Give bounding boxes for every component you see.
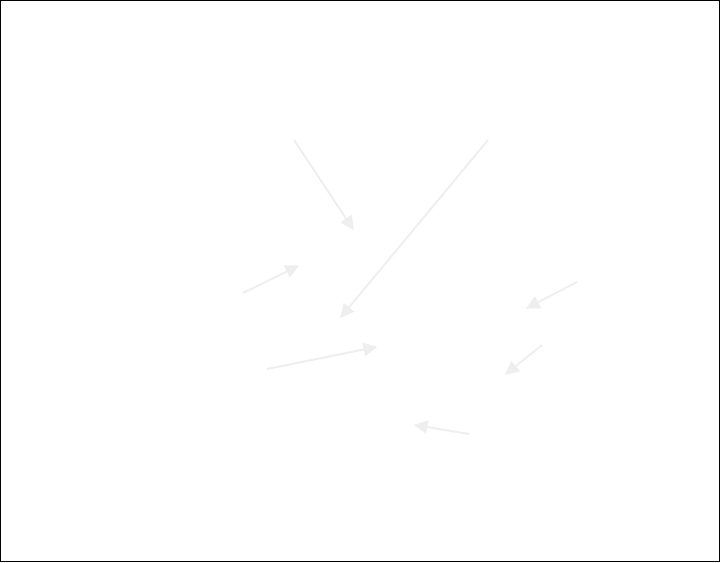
arrow-6 [504, 344, 543, 375]
arrow-3 [242, 265, 300, 294]
arrow-5 [266, 342, 378, 370]
arrow-1 [293, 139, 354, 231]
arrow-2 [340, 139, 489, 319]
arrow-4 [525, 281, 578, 309]
arrow-7 [413, 420, 470, 435]
